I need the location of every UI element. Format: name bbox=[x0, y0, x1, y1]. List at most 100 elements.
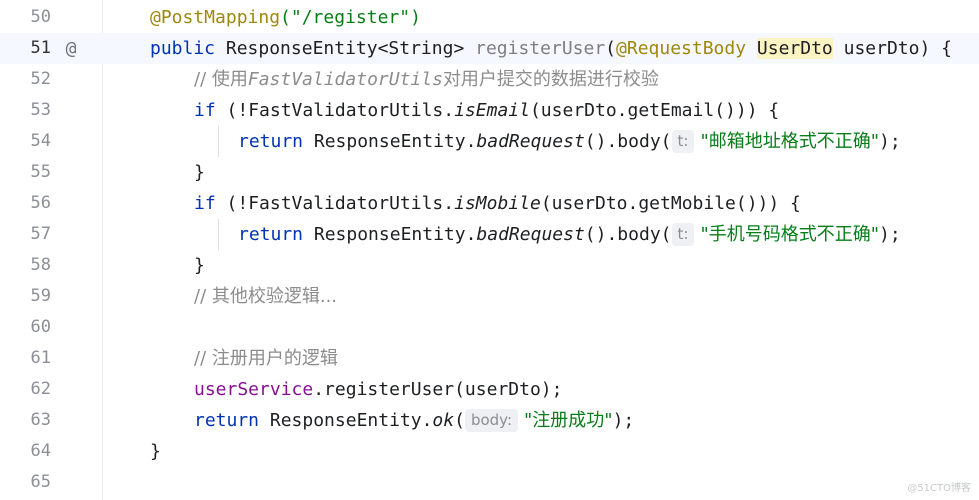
code-token: ); bbox=[612, 410, 635, 431]
code-line[interactable]: 53 if (!FastValidatorUtils.isEmail(userD… bbox=[0, 95, 979, 126]
code-text: } bbox=[150, 436, 161, 467]
method-name-token: registerUser bbox=[475, 38, 606, 59]
code-line[interactable]: 62 userService.registerUser(userDto); bbox=[0, 374, 979, 405]
code-line[interactable]: 50 @PostMapping("/register") bbox=[0, 2, 979, 33]
string-token: "手机号码格式不正确" bbox=[700, 224, 879, 245]
code-line[interactable]: 52 // 使用FastValidatorUtils对用户提交的数据进行校验 bbox=[0, 64, 979, 95]
keyword-token: return bbox=[238, 131, 304, 152]
code-text: if (!FastValidatorUtils.isEmail(userDto.… bbox=[194, 95, 779, 126]
code-line[interactable]: 57 return ResponseEntity.badRequest().bo… bbox=[0, 219, 979, 250]
keyword-token: return bbox=[194, 410, 260, 431]
annotation-token: @RequestBody bbox=[616, 38, 747, 59]
annotation-token: @PostMapping bbox=[150, 7, 281, 28]
code-text: return ResponseEntity.badRequest().body(… bbox=[238, 219, 901, 250]
code-text: if (!FastValidatorUtils.isMobile(userDto… bbox=[194, 188, 801, 219]
code-text: } bbox=[194, 250, 205, 281]
code-text: } bbox=[194, 157, 205, 188]
code-line[interactable]: 65 bbox=[0, 467, 979, 498]
line-number: 50 bbox=[30, 7, 51, 27]
code-text: @PostMapping("/register") bbox=[150, 2, 421, 33]
code-line[interactable]: 63 return ResponseEntity.ok(body:"注册成功")… bbox=[0, 405, 979, 436]
override-gutter-icon[interactable]: @ bbox=[65, 38, 77, 59]
line-number: 52 bbox=[30, 69, 51, 89]
code-token: .registerUser(userDto); bbox=[313, 379, 563, 400]
brace-token: } bbox=[194, 255, 205, 276]
parameter-hint: t: bbox=[671, 223, 695, 246]
line-number: 54 bbox=[30, 131, 51, 151]
string-token: "邮箱地址格式不正确" bbox=[700, 131, 879, 152]
code-token: (userDto.getMobile())) { bbox=[540, 193, 801, 214]
line-number: 61 bbox=[30, 348, 51, 368]
static-method-token: badRequest bbox=[476, 224, 585, 245]
code-text: return ResponseEntity.ok(body:"注册成功"); bbox=[194, 405, 634, 436]
code-line[interactable]: 59 // 其他校验逻辑... bbox=[0, 281, 979, 312]
indent-guide bbox=[218, 219, 219, 250]
code-token: ); bbox=[879, 224, 901, 245]
field-token: userService bbox=[194, 379, 314, 400]
indent-guide bbox=[218, 126, 219, 157]
code-line[interactable]: 60 bbox=[0, 312, 979, 343]
line-number: 60 bbox=[30, 317, 51, 337]
code-token: ); bbox=[879, 131, 901, 152]
static-method-token: isEmail bbox=[454, 100, 530, 121]
code-token: (!FastValidatorUtils. bbox=[215, 193, 455, 214]
code-token: ().body( bbox=[584, 131, 672, 152]
parameter-hint: t: bbox=[671, 130, 695, 153]
comment-token: FastValidatorUtils bbox=[247, 69, 443, 90]
line-number: 63 bbox=[30, 410, 51, 430]
highlighted-type-token: UserDto bbox=[756, 38, 833, 59]
line-number: 62 bbox=[30, 379, 51, 399]
code-token: (userDto.getEmail())) { bbox=[529, 100, 780, 121]
keyword-token: if bbox=[194, 193, 216, 214]
comment-token: 对用户提交的数据进行校验 bbox=[442, 69, 659, 90]
line-number: 59 bbox=[30, 286, 51, 306]
keyword-token: public bbox=[150, 38, 216, 59]
code-token: userDto) { bbox=[832, 38, 952, 59]
line-number: 56 bbox=[30, 193, 51, 213]
brace-token: } bbox=[194, 162, 205, 183]
watermark: @51CTO博客 bbox=[907, 483, 971, 494]
keyword-token: if bbox=[194, 100, 216, 121]
code-token: ().body( bbox=[584, 224, 672, 245]
comment-text: // 其他校验逻辑... bbox=[194, 281, 337, 312]
code-token: ( bbox=[454, 410, 465, 431]
code-token: ResponseEntity. bbox=[303, 131, 477, 152]
line-number: 53 bbox=[30, 100, 51, 120]
code-text: public ResponseEntity<String> registerUs… bbox=[150, 33, 952, 64]
code-line[interactable]: 54 return ResponseEntity.badRequest().bo… bbox=[0, 126, 979, 157]
line-number: 65 bbox=[30, 472, 51, 492]
line-number: 57 bbox=[30, 224, 51, 244]
code-text: userService.registerUser(userDto); bbox=[194, 374, 562, 405]
line-number: 58 bbox=[30, 255, 51, 275]
comment-token: // 其他校验逻辑... bbox=[194, 286, 338, 307]
static-method-token: ok bbox=[432, 410, 455, 431]
comment-text: // 注册用户的逻辑 bbox=[194, 343, 338, 374]
comment-token: // 注册用户的逻辑 bbox=[194, 348, 338, 369]
string-token: "注册成功" bbox=[524, 410, 613, 431]
line-number: 51 bbox=[30, 38, 51, 58]
brace-token: } bbox=[150, 441, 161, 462]
string-token: ("/register") bbox=[280, 7, 421, 28]
comment-text: // 使用FastValidatorUtils对用户提交的数据进行校验 bbox=[194, 64, 659, 95]
keyword-token: return bbox=[238, 224, 304, 245]
static-method-token: isMobile bbox=[454, 193, 541, 214]
code-token: ( bbox=[605, 38, 617, 59]
code-line[interactable]: 55 } bbox=[0, 157, 979, 188]
static-method-token: badRequest bbox=[476, 131, 585, 152]
code-line[interactable]: 56 if (!FastValidatorUtils.isMobile(user… bbox=[0, 188, 979, 219]
code-line[interactable]: 61 // 注册用户的逻辑 bbox=[0, 343, 979, 374]
code-text: return ResponseEntity.badRequest().body(… bbox=[238, 126, 901, 157]
code-token: ResponseEntity<String> bbox=[215, 38, 476, 59]
code-line[interactable]: 64 } bbox=[0, 436, 979, 467]
code-token bbox=[746, 38, 757, 59]
editor-gutter bbox=[0, 0, 103, 500]
parameter-hint: body: bbox=[464, 409, 519, 432]
code-token: ResponseEntity. bbox=[303, 224, 477, 245]
code-line-current[interactable]: 51 @ public ResponseEntity<String> regis… bbox=[0, 33, 979, 64]
code-token: (!FastValidatorUtils. bbox=[215, 100, 455, 121]
line-number: 64 bbox=[30, 441, 51, 461]
comment-token: // 使用 bbox=[194, 69, 248, 90]
code-line[interactable]: 58 } bbox=[0, 250, 979, 281]
code-token: ResponseEntity. bbox=[259, 410, 433, 431]
line-number: 55 bbox=[30, 162, 51, 182]
